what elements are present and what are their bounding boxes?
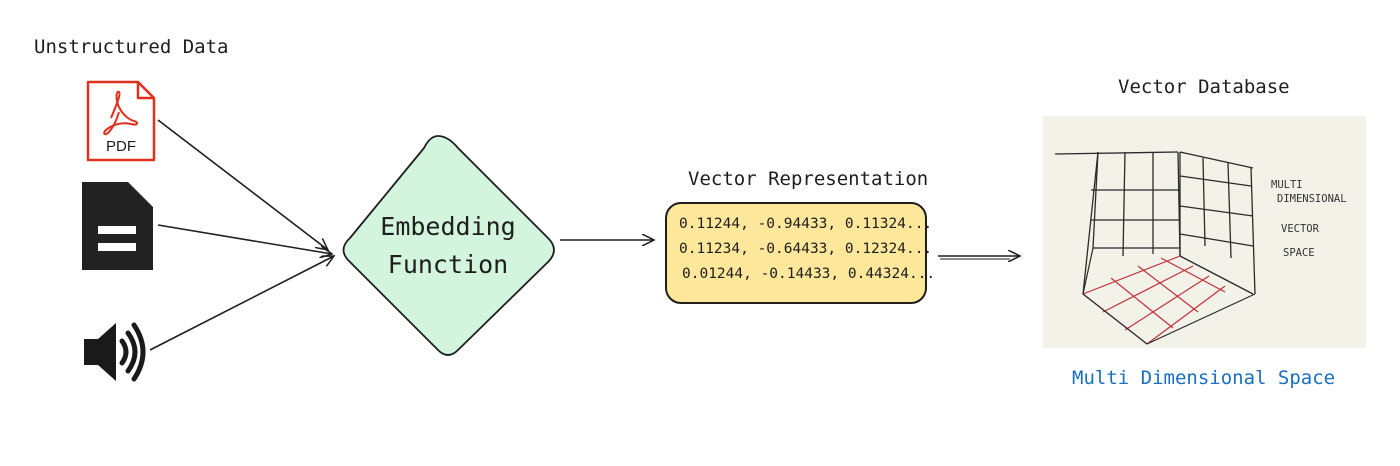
side-wall-grid <box>1179 151 1256 295</box>
multi-dimensional-space-caption: Multi Dimensional Space <box>1072 367 1336 389</box>
document-file-icon <box>82 182 153 270</box>
floor-grid <box>1082 255 1226 345</box>
vector-representation-box: 0.11244, -0.94433, 0.11324... 0.11234, -… <box>665 202 936 304</box>
sketch-notes: MULTI DIMENSIONAL VECTOR SPACE <box>1271 179 1347 259</box>
back-wall-grid <box>1054 151 1181 295</box>
embedding-function-diamond <box>342 135 555 356</box>
embedding-label-line1: Embedding <box>380 212 516 241</box>
vector-representation-title: Vector Representation <box>688 168 929 190</box>
pdf-file-icon: PDF <box>86 80 156 162</box>
sketch-note-dimensional: DIMENSIONAL <box>1277 193 1347 205</box>
arrow-pdf-to-embedding <box>157 119 328 250</box>
unstructured-data-title: Unstructured Data <box>34 36 229 58</box>
embedding-label-line2: Function <box>387 250 509 279</box>
sketch-note-space: SPACE <box>1283 247 1315 259</box>
pdf-icon-label: PDF <box>106 138 136 155</box>
arrow-doc-to-embedding <box>157 224 332 254</box>
arrow-audio-to-embedding <box>149 256 334 351</box>
sketch-note-multi: MULTI <box>1271 179 1303 191</box>
vector-row: 0.11244, -0.94433, 0.11324... <box>679 216 933 232</box>
speaker-audio-icon <box>84 322 146 382</box>
vector-database-title: Vector Database <box>1118 76 1290 98</box>
vector-row: 0.11234, -0.64433, 0.12324... <box>679 241 933 257</box>
vector-database-sketch: MULTI DIMENSIONAL VECTOR SPACE <box>1043 116 1366 348</box>
sketch-note-vector: VECTOR <box>1281 223 1320 235</box>
vector-space-sketch: MULTI DIMENSIONAL VECTOR SPACE <box>1054 151 1347 345</box>
vector-row: 0.01244, -0.14433, 0.44324... <box>682 266 936 282</box>
embedding-function-label: Embedding Function <box>340 208 556 284</box>
